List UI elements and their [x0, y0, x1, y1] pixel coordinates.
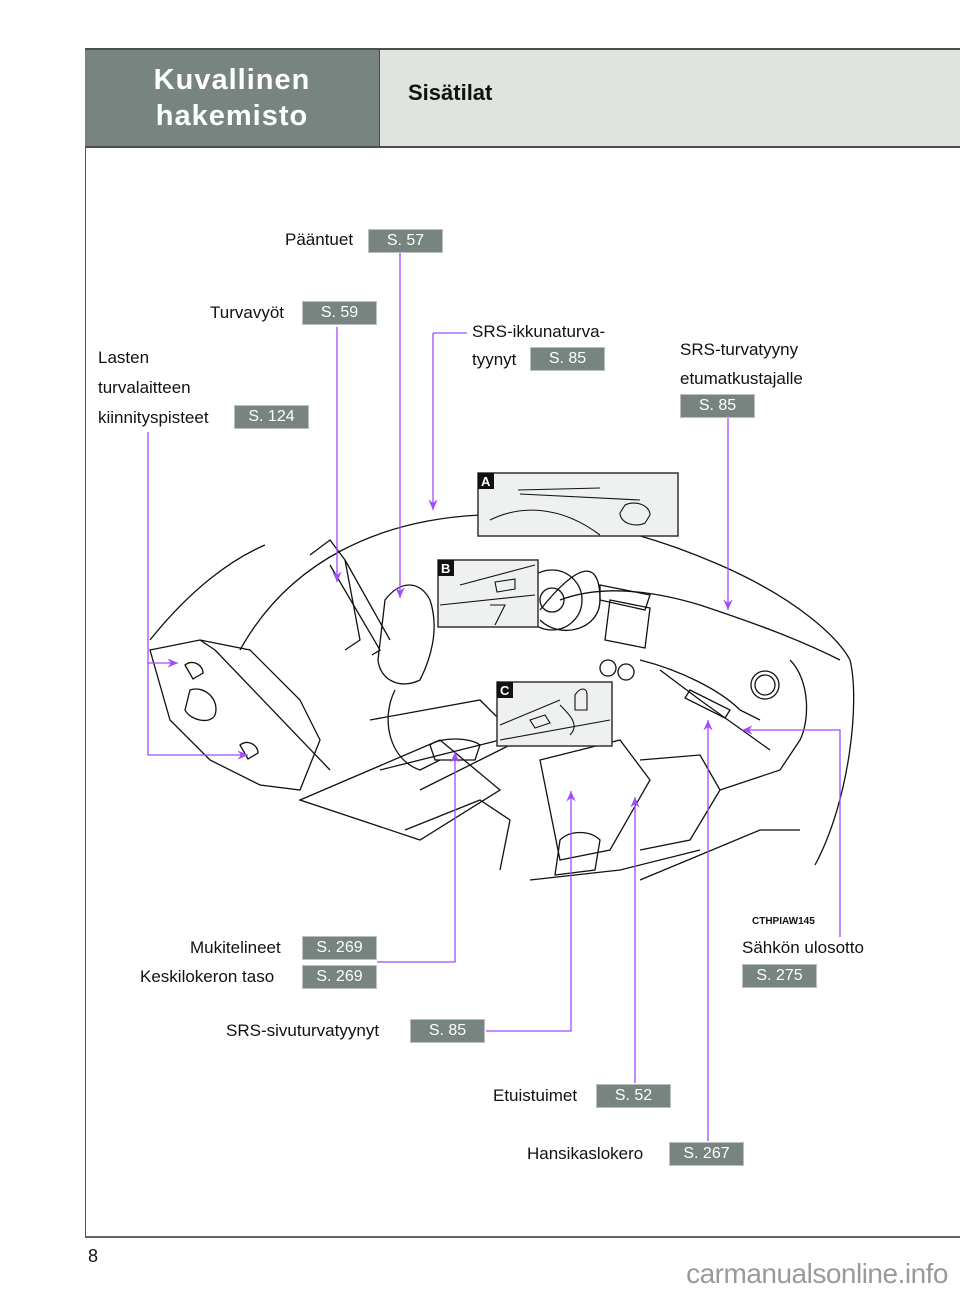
inset-a-label: A — [481, 474, 491, 489]
leader-lasten-2 — [147, 663, 248, 760]
page-frame — [85, 48, 960, 1238]
inset-c-label: C — [500, 683, 510, 698]
page-ref-mukitelineet[interactable]: S. 269 — [302, 936, 377, 960]
page-ref-paantuet[interactable]: S. 57 — [368, 229, 443, 253]
label-paantuet: Pääntuet — [285, 230, 354, 249]
page-title: Sisätilat — [380, 50, 960, 146]
leader-sahkon — [742, 725, 841, 937]
label-lasten-line1: Lasten — [98, 348, 150, 367]
label-lasten-line3: kiinnityspisteet — [98, 408, 209, 427]
page-ref-etuistuimet[interactable]: S. 52 — [596, 1084, 671, 1108]
page-ref-srs-sivu[interactable]: S. 85 — [410, 1019, 485, 1043]
label-srs-ikkuna-line1: SRS-ikkunaturva- — [472, 322, 606, 341]
page-ref-srs-ikkuna[interactable]: S. 85 — [530, 347, 605, 371]
leader-srs-ikkuna — [433, 332, 467, 510]
section-title-line1: Kuvallinen — [153, 64, 311, 96]
label-etuistuimet: Etuistuimet — [493, 1086, 578, 1105]
label-srs-etumatkustaja-line1: SRS-turvatyyny — [680, 340, 799, 359]
page-ref-sahkon[interactable]: S. 275 — [742, 964, 817, 988]
label-hansikaslokero: Hansikaslokero — [527, 1144, 644, 1163]
illustration-code: CTHPIAW145 — [752, 916, 815, 927]
section-title-line2: hakemisto — [155, 100, 309, 132]
label-sahkon: Sähkön ulosotto — [742, 938, 864, 957]
label-lasten-line2: turvalaitteen — [98, 378, 191, 397]
page-ref-lasten[interactable]: S. 124 — [234, 405, 309, 429]
inset-c: C — [496, 681, 613, 747]
label-mukitelineet: Mukitelineet — [190, 938, 281, 957]
page-ref-hansikaslokero[interactable]: S. 267 — [669, 1142, 744, 1166]
label-srs-etumatkustaja-line2: etumatkustajalle — [680, 369, 803, 388]
label-turvavyot: Turvavyöt — [210, 303, 285, 322]
leader-lasten-1 — [147, 432, 178, 668]
label-srs-ikkuna-line2: tyynyt — [472, 350, 517, 369]
inset-b: B — [437, 559, 539, 628]
leader-lines — [147, 253, 841, 1141]
leader-mukitelineet — [377, 752, 460, 963]
label-keskilokero: Keskilokeron taso — [140, 967, 275, 986]
watermark: carmanualsonline.info — [686, 1258, 948, 1289]
page-number: 8 — [88, 1246, 99, 1266]
leader-srs-sivu — [486, 791, 576, 1032]
page-header: Kuvallinen hakemisto Sisätilat — [85, 48, 960, 148]
inset-b-label: B — [441, 561, 450, 576]
section-title: Kuvallinen hakemisto — [85, 50, 380, 146]
label-srs-sivu: SRS-sivuturvatyynyt — [226, 1021, 380, 1040]
page-ref-srs-etumatkustaja[interactable]: S. 85 — [680, 394, 755, 418]
page-ref-turvavyot[interactable]: S. 59 — [302, 301, 377, 325]
page-title-text: Sisätilat — [408, 80, 493, 105]
inset-a: A — [477, 472, 679, 537]
page-ref-keskilokero[interactable]: S. 269 — [302, 965, 377, 989]
